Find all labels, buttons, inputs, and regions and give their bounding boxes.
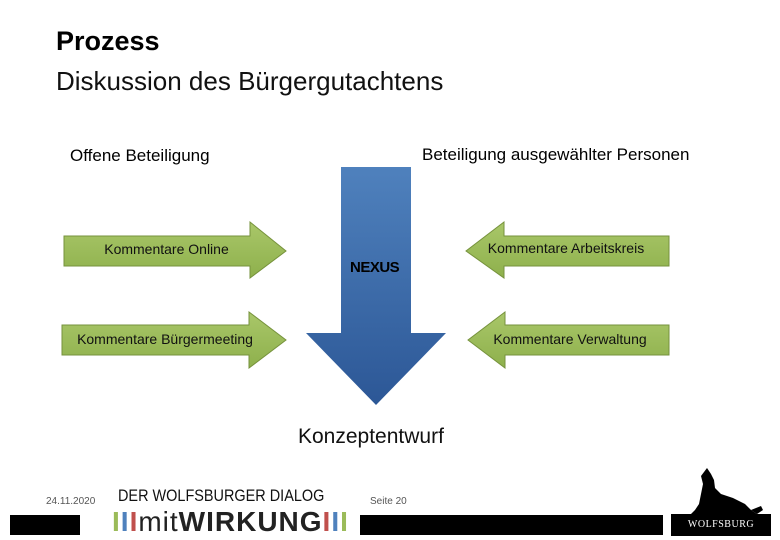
nexus-down-arrow (306, 167, 446, 405)
label-kommentare-buergermeeting: Kommentare Bürgermeeting (77, 331, 253, 347)
arrow-online (63, 220, 287, 279)
wolf-logo-icon (691, 468, 763, 514)
arrow-arbeitskreis (465, 220, 670, 279)
brand-bars-right: I (322, 506, 332, 537)
brand-background (80, 508, 360, 540)
arrow-buergermeeting (61, 310, 287, 370)
brand-main: WIRKUNG (178, 506, 323, 537)
brand-bars-right-2: I (331, 506, 341, 537)
slide-title: Prozess (56, 26, 160, 56)
arrow-verwaltung (467, 310, 670, 370)
brand-line-1: DER WOLFSBURGER DIALOG (118, 486, 325, 505)
brand-bars-left-3: I (129, 506, 139, 537)
brand-bars-right-3: I (340, 506, 349, 537)
left-heading: Offene Beteiligung (70, 146, 210, 165)
nexus-label: NEXUS (350, 259, 400, 276)
footer-page-number: Seite 20 (370, 496, 407, 507)
city-bar (671, 514, 771, 536)
label-kommentare-online: Kommentare Online (104, 241, 229, 257)
slide-subtitle: Diskussion des Bürgergutachtens (56, 66, 444, 96)
label-kommentare-verwaltung: Kommentare Verwaltung (493, 331, 647, 347)
city-name: WOLFSBURG (687, 519, 755, 530)
brand-bars-left: I (112, 506, 121, 537)
result-label: Konzeptentwurf (298, 425, 444, 448)
right-heading: Beteiligung ausgewählter Personen (422, 145, 690, 164)
footer-date: 24.11.2020 (46, 496, 96, 507)
label-kommentare-arbeitskreis: Kommentare Arbeitskreis (487, 240, 645, 256)
brand-prefix: mit (138, 506, 179, 537)
brand-logo: IIImitWIRKUNGIII (112, 506, 349, 538)
brand-bars-left-2: I (120, 506, 130, 537)
